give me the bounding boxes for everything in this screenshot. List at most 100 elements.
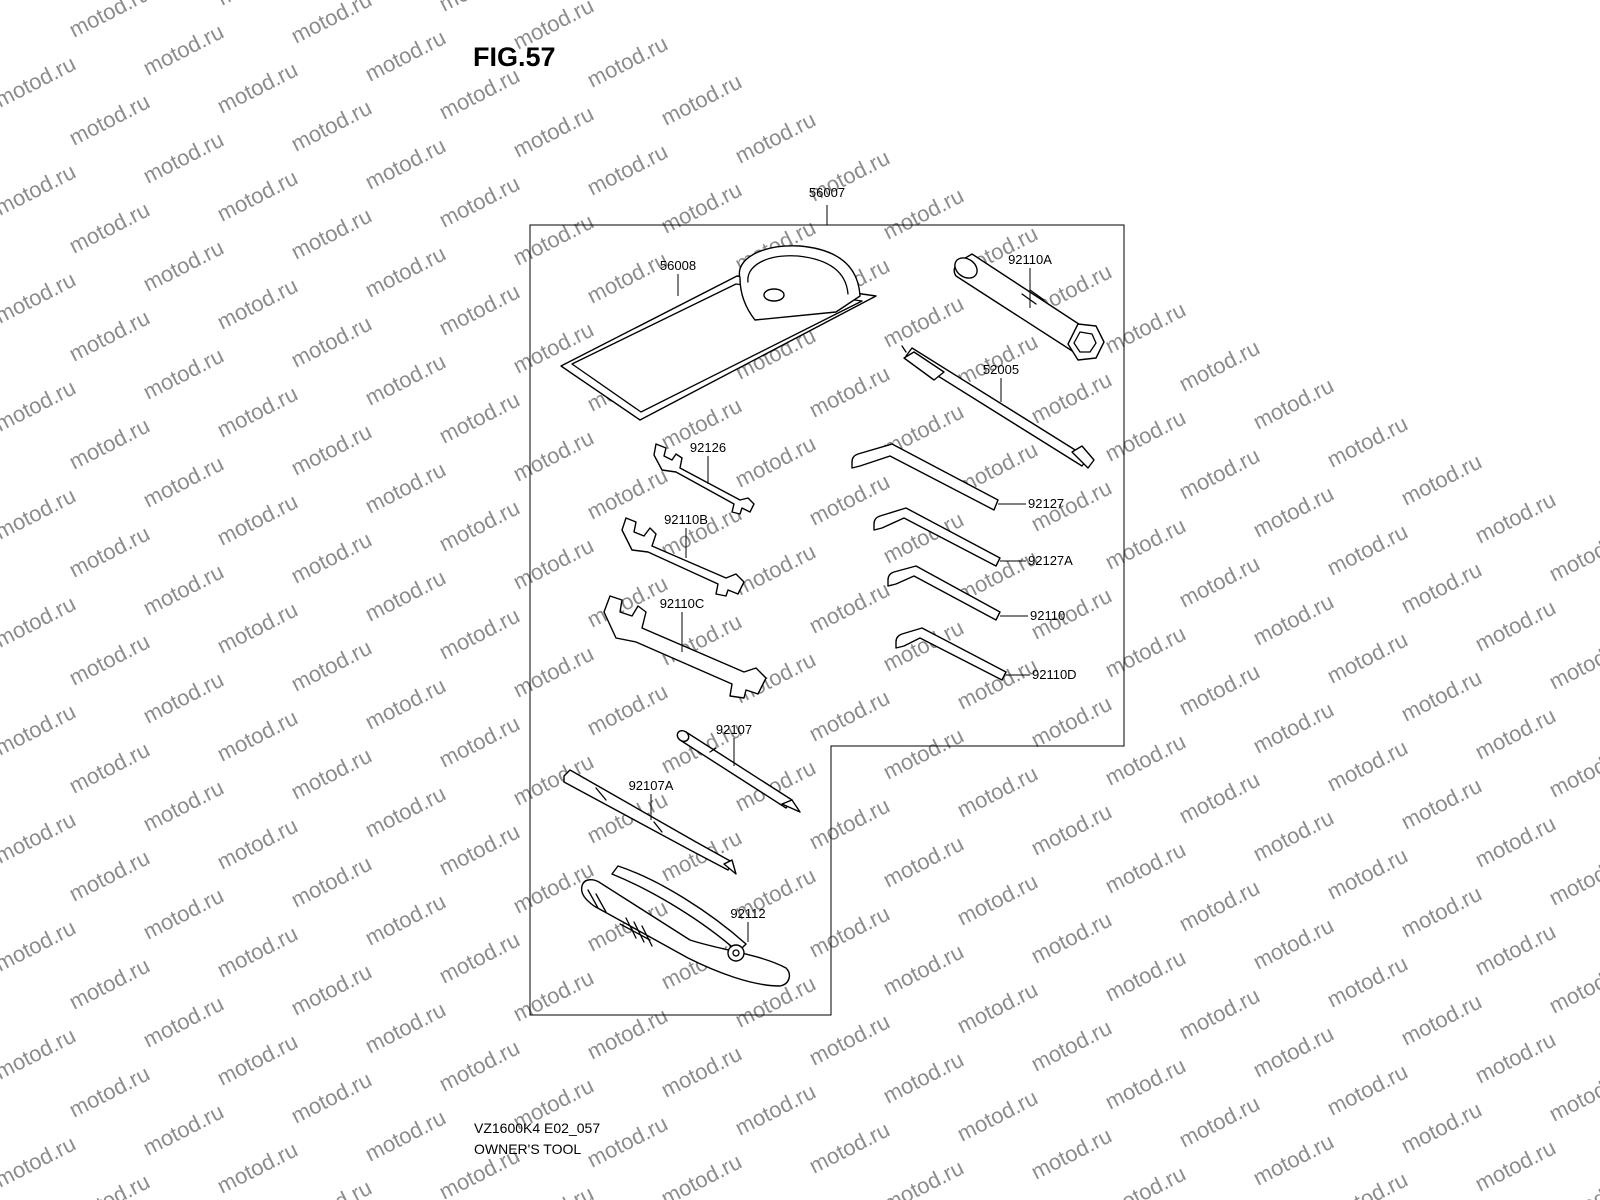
pliers [580,865,791,987]
watermark-text: motod.ru [0,807,80,869]
callout-92112: 92112 [730,906,765,921]
watermark-text: motod.ru [1175,335,1264,397]
watermark-text: motod.ru [435,495,524,557]
watermark-text: motod.ru [361,781,450,843]
watermark-text: motod.ru [805,1117,894,1179]
watermark-text: motod.ru [1545,957,1600,1019]
callout-56007: 56007 [809,185,845,200]
watermark-text: motod.ru [65,305,154,367]
watermark-text: motod.ru [509,641,598,703]
watermark-text: motod.ru [213,597,302,659]
watermark-text: motod.ru [1175,767,1264,829]
watermark-text: motod.ru [361,673,450,735]
watermark-text: motod.ru [1397,449,1486,511]
watermark-text: motod.ru [583,31,672,93]
watermark-text: motod.ru [65,0,154,42]
watermark-text: motod.ru [139,451,228,513]
watermark-text: motod.ru [435,1035,524,1097]
watermark-text: motod.ru [0,375,80,437]
watermark-text: motod.ru [731,539,820,601]
watermark-text: motod.ru [65,1061,154,1123]
watermark-text: motod.ru [1397,773,1486,835]
watermark-text: motod.ru [583,463,672,525]
watermark-text: motod.ru [435,711,524,773]
watermark-text: motod.ru [0,51,80,113]
watermark-text: motod.ru [1101,945,1190,1007]
watermark-text: motod.ru [1471,811,1560,873]
watermark-text: motod.ru [1027,907,1116,969]
watermark-text: motod.ru [805,793,894,855]
callout-92127A: 92127A [1028,553,1073,568]
watermark-text: motod.ru [287,851,376,913]
callout-92110: 92110 [1030,608,1065,623]
watermark-text: motod.ru [65,89,154,151]
watermark-text: motod.ru [657,1149,746,1200]
watermark-text: motod.ru [139,559,228,621]
watermark-text: motod.ru [583,139,672,201]
watermark-text: motod.ru [1397,989,1486,1051]
tool-set-outline [529,224,1125,1016]
watermark-text: motod.ru [361,457,450,519]
watermark-text: motod.ru [1249,805,1338,867]
watermark-text: motod.ru [953,1085,1042,1147]
watermark-text: motod.ru [213,57,302,119]
watermark-text: motod.ru [213,273,302,335]
watermark-text: motod.ru [287,1175,376,1200]
watermark-text: motod.ru [287,959,376,1021]
callout-92107A: 92107A [629,778,674,793]
watermark-text: motod.ru [213,165,302,227]
watermark-text: motod.ru [1471,595,1560,657]
callout-92110A: 92110A [1008,252,1052,267]
screwdriver-bit [676,729,801,813]
watermark-text: motod.ru [0,1131,80,1193]
hex-key-92110D [895,627,1007,681]
callout-92126: 92126 [690,440,726,455]
watermark-text: motod.ru [435,387,524,449]
watermark-text: motod.ru [213,1029,302,1091]
watermark-text: motod.ru [1249,1021,1338,1083]
watermark-text: motod.ru [583,247,672,309]
watermark-text: motod.ru [731,755,820,817]
watermark-text: motod.ru [879,291,968,353]
watermark-text: motod.ru [1471,1135,1560,1197]
callout-92110B: 92110B [664,512,708,527]
watermark-text: motod.ru [1397,665,1486,727]
watermark-text: motod.ru [805,685,894,747]
watermark-text: motod.ru [1397,881,1486,943]
watermark-text: motod.ru [0,267,80,329]
watermark-text: motod.ru [1027,1123,1116,1185]
watermark-text: motod.ru [1545,633,1600,695]
hex-key-92127A [873,507,1001,567]
watermark-text: motod.ru [1471,703,1560,765]
hex-key-92110 [887,565,1001,621]
watermark-text: motod.ru [731,1079,820,1141]
callout-92110C: 92110C [660,596,705,611]
watermark-text: motod.ru [361,1105,450,1167]
watermark-text: motod.ru [583,1003,672,1065]
watermark-text: motod.ru [213,489,302,551]
watermark-text: motod.ru [213,921,302,983]
watermark-text: motod.ru [0,483,80,545]
watermark-text: motod.ru [509,533,598,595]
watermark-text: motod.ru [139,1099,228,1161]
watermark-text: motod.ru [805,1009,894,1071]
watermark-text: motod.ru [1027,799,1116,861]
watermark-text: motod.ru [731,431,820,493]
watermark-text: motod.ru [1101,621,1190,683]
watermark-text: motod.ru [731,107,820,169]
watermark-text: motod.ru [1249,481,1338,543]
watermark-text: motod.ru [1323,519,1412,581]
watermark-text: motod.ru [65,521,154,583]
callout-92107: 92107 [716,722,752,737]
hex-key-92127 [851,443,999,511]
watermark-text: motod.ru [0,0,80,4]
watermark-text: motod.ru [435,603,524,665]
watermark-text: motod.ru [509,209,598,271]
watermark-text: motod.ru [879,723,968,785]
watermark-text: motod.ru [1249,697,1338,759]
watermark-text: motod.ru [213,381,302,443]
watermark-text: motod.ru [1101,405,1190,467]
watermark-text: motod.ru [1175,983,1264,1045]
watermark-text: motod.ru [1101,1161,1190,1200]
